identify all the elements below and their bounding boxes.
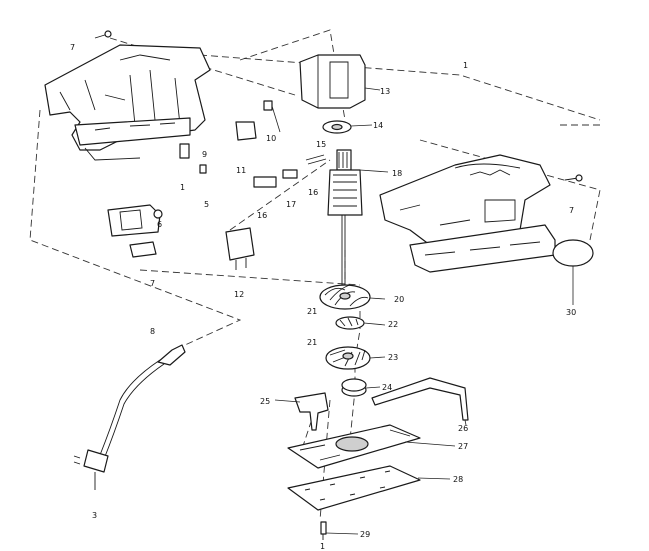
callout-7c: 7 (150, 279, 155, 288)
callout-labels: 7 1 13 14 10 11 9 15 18 1 5 16 17 16 7 6… (70, 43, 576, 551)
lever-26 (371, 377, 469, 421)
callout-16: 16 (257, 211, 267, 220)
callout-9: 9 (202, 150, 207, 159)
bracket-13 (299, 54, 366, 109)
callout-17: 17 (286, 200, 296, 209)
callout-13: 13 (380, 87, 390, 96)
callout-16b: 16 (308, 188, 318, 197)
callout-24: 24 (382, 383, 392, 392)
small-parts (179, 100, 327, 188)
dust-bag-30 (552, 239, 594, 267)
callout-30: 30 (566, 308, 576, 317)
callout-10: 10 (266, 134, 276, 143)
callout-3: 3 (92, 511, 97, 520)
bearing-14 (322, 120, 352, 134)
callout-20: 20 (394, 295, 404, 304)
callout-12: 12 (234, 290, 244, 299)
callout-21b: 21 (307, 338, 317, 347)
base-plate-27 (287, 424, 421, 469)
power-cord-8 (73, 344, 186, 490)
armature-18 (327, 149, 363, 290)
clamp-25 (294, 392, 329, 431)
callout-29: 29 (360, 530, 370, 539)
callout-1c: 1 (320, 542, 325, 551)
callout-14: 14 (373, 121, 383, 130)
callout-8: 8 (150, 327, 155, 336)
switch-assembly (107, 204, 163, 258)
callout-15: 15 (316, 140, 326, 149)
callout-18: 18 (392, 169, 402, 178)
capacitor-12 (225, 227, 255, 270)
housing-right (379, 154, 556, 273)
callout-22: 22 (388, 320, 398, 329)
housing-left (44, 44, 211, 161)
leader-lines (271, 87, 574, 535)
callout-1b: 1 (180, 183, 185, 192)
screw-29 (320, 521, 327, 540)
callout-28: 28 (453, 475, 463, 484)
fan-20 (319, 284, 371, 310)
fan-23 (325, 346, 371, 370)
pad-28 (287, 465, 421, 511)
counterweight-22 (335, 316, 365, 330)
callout-6: 6 (157, 220, 162, 229)
callout-11: 11 (236, 166, 246, 175)
callout-27: 27 (458, 442, 468, 451)
callout-23: 23 (388, 353, 398, 362)
screws-7 (94, 30, 583, 182)
bearing-24 (341, 378, 367, 397)
callout-5: 5 (204, 200, 209, 209)
callout-26: 26 (458, 424, 468, 433)
callout-7b: 7 (569, 206, 574, 215)
callout-7: 7 (70, 43, 75, 52)
callout-21: 21 (307, 307, 317, 316)
callout-1: 1 (463, 61, 468, 70)
callout-25: 25 (260, 397, 270, 406)
